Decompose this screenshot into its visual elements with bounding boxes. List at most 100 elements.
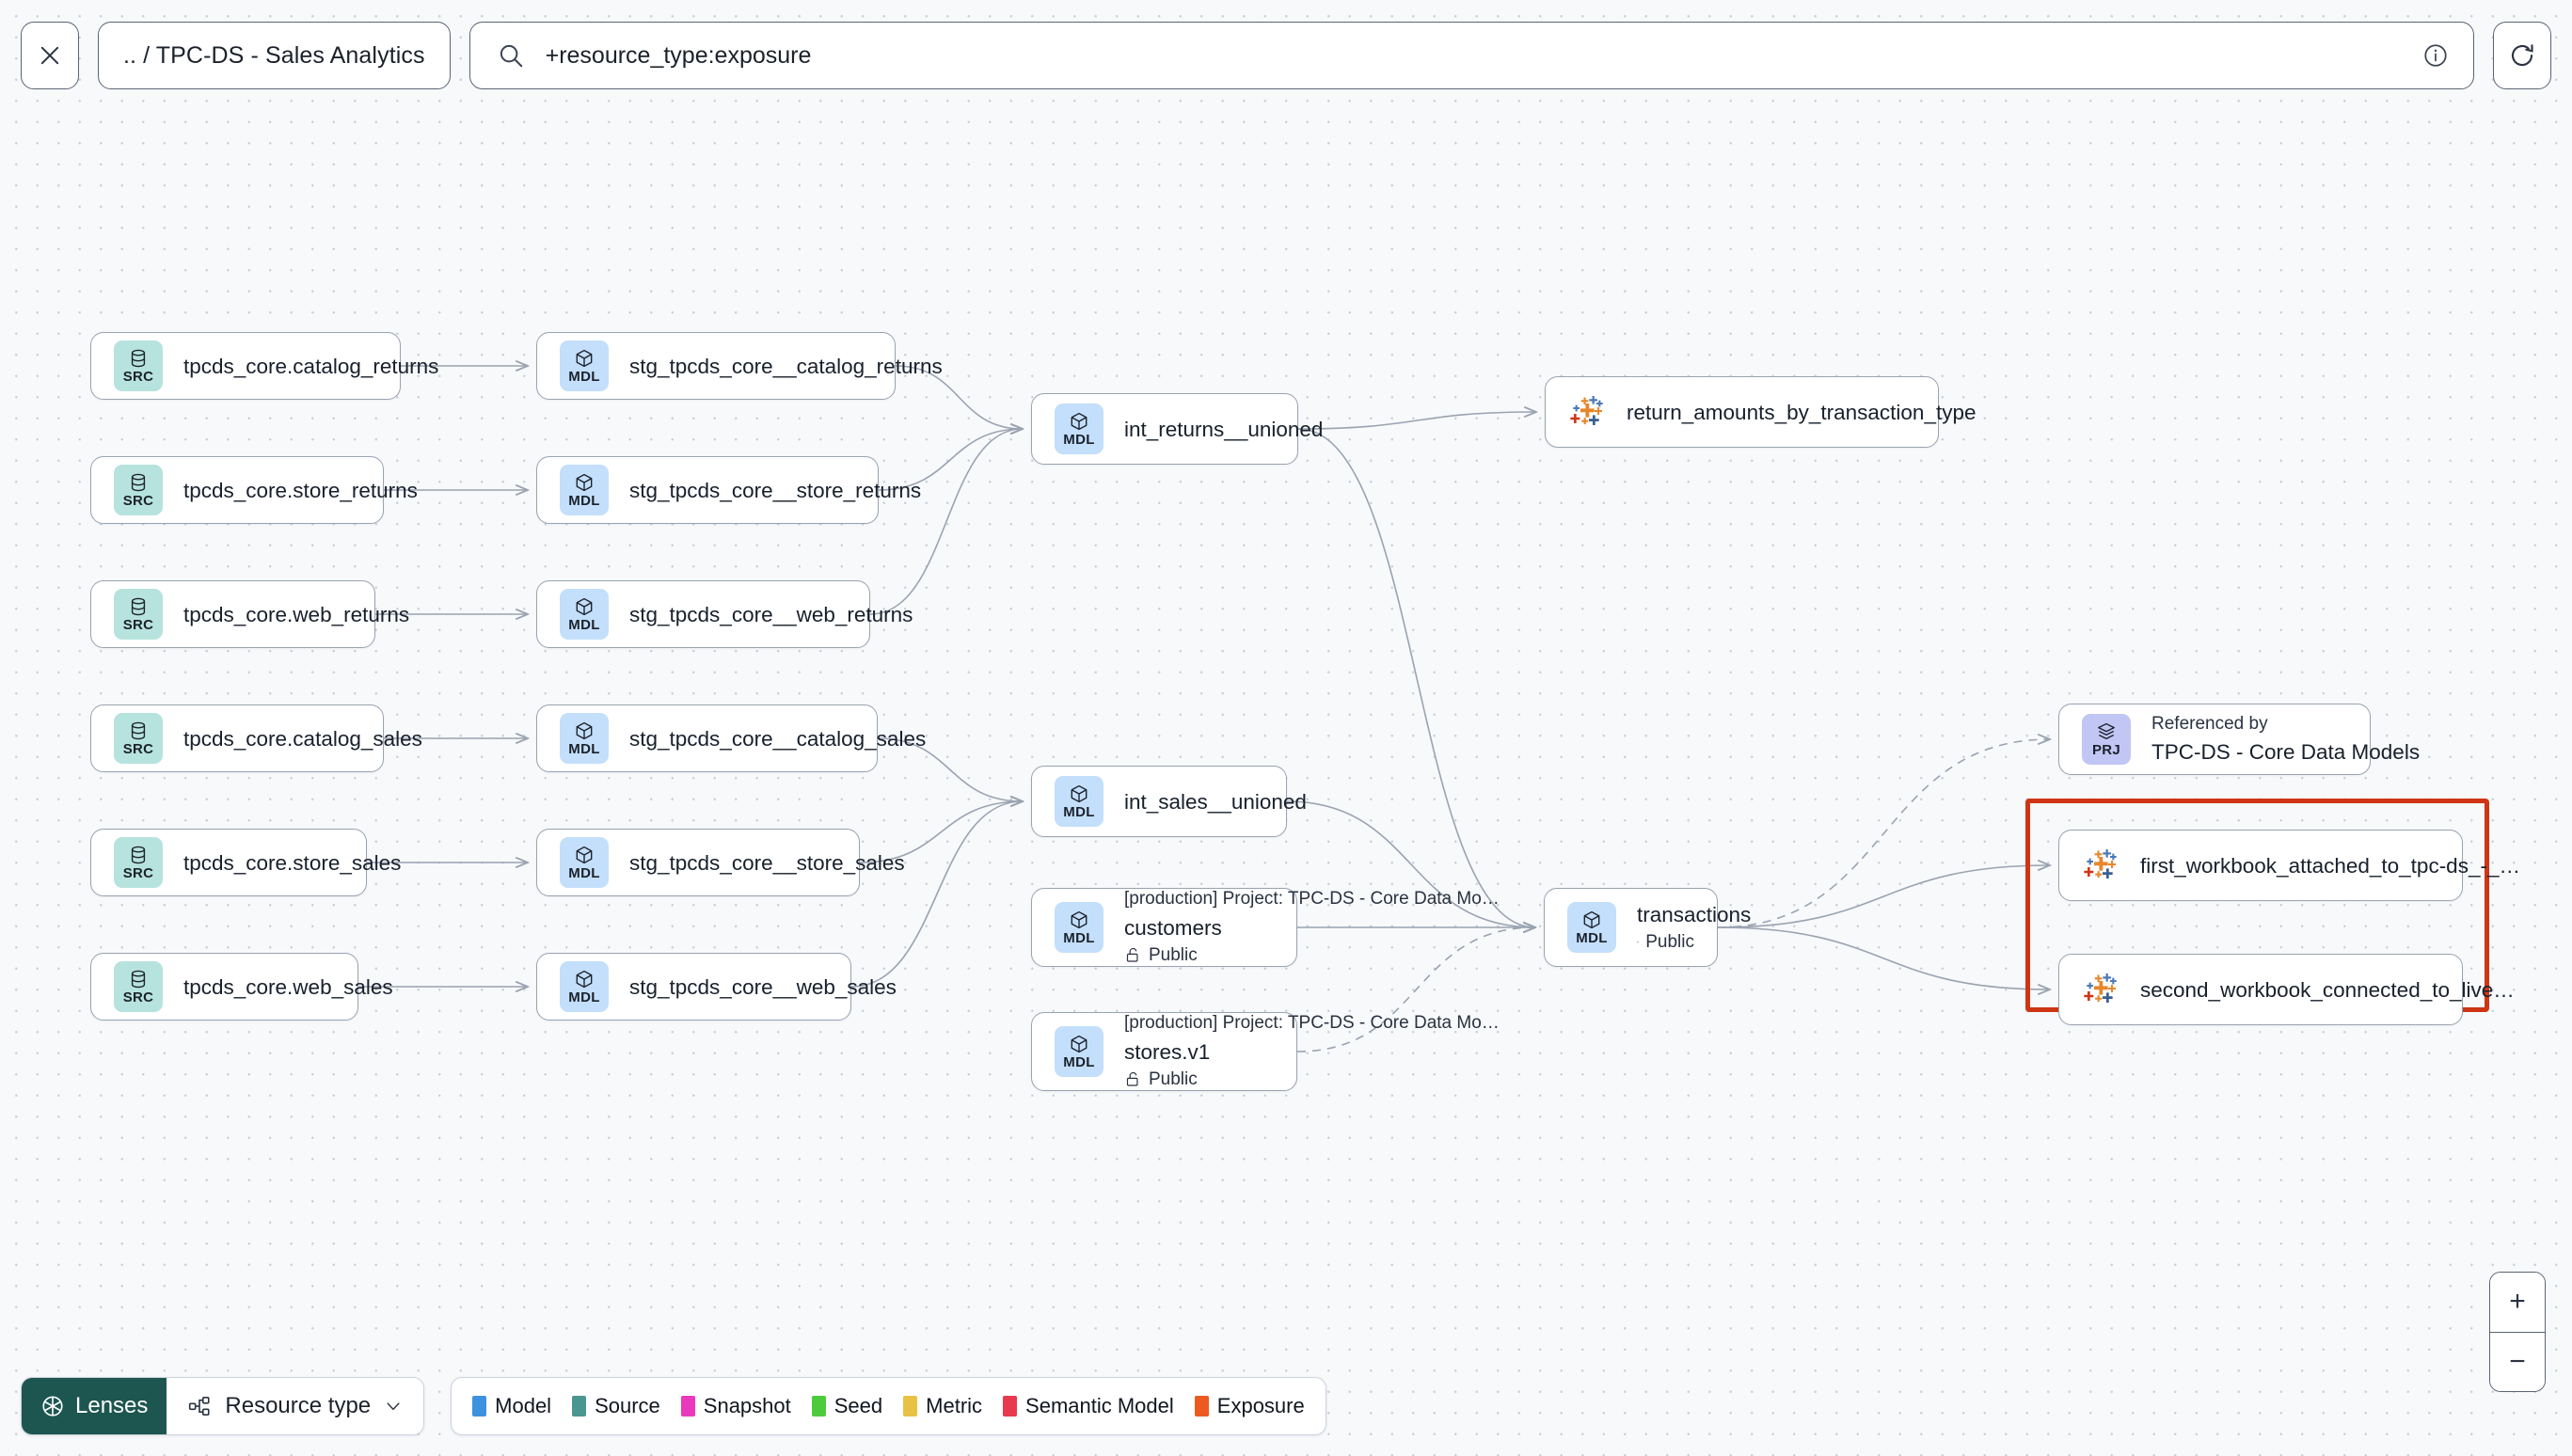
database-icon-slot — [128, 845, 149, 865]
graph-edge — [1297, 428, 1535, 927]
graph-node[interactable]: first_workbook_attached_to_tpc-ds_-_… — [2058, 830, 2520, 901]
graph-node[interactable]: SRC tpcds_core.web_returns — [90, 580, 410, 648]
cube-icon-slot — [574, 596, 595, 617]
top-toolbar: .. / TPC-DS - Sales Analytics — [0, 0, 2572, 111]
node-type-tag: MDL — [568, 493, 600, 509]
node-type-badge: MDL — [560, 465, 609, 515]
layers-icon-slot — [2096, 721, 2117, 742]
node-type-badge: SRC — [114, 340, 163, 391]
cube-icon — [576, 721, 593, 740]
legend-swatch — [472, 1396, 487, 1416]
node-type-badge: MDL — [1567, 902, 1616, 953]
node-title: stg_tpcds_core__catalog_sales — [629, 726, 927, 751]
graph-node[interactable]: second_workbook_connected_to_live… — [2058, 954, 2515, 1025]
node-type-tag: SRC — [122, 617, 154, 633]
node-type-badge: SRC — [114, 837, 163, 888]
database-icon-slot — [128, 596, 149, 617]
cube-icon-slot — [574, 969, 595, 989]
lenses-button[interactable]: Lenses — [22, 1378, 167, 1434]
legend-label: Metric — [926, 1394, 983, 1417]
node-title: int_returns__unioned — [1124, 417, 1324, 441]
resource-type-dropdown[interactable]: Resource type — [167, 1378, 424, 1434]
cube-icon — [576, 970, 593, 989]
legend-label: Exposure — [1216, 1394, 1305, 1417]
node-body: first_workbook_attached_to_tpc-ds_-_… — [2140, 853, 2520, 878]
node-body: int_returns__unioned — [1124, 417, 1324, 442]
legend-swatch — [680, 1396, 695, 1416]
node-type-tag: SRC — [122, 493, 154, 509]
legend-item[interactable]: Semantic Model — [1003, 1394, 1174, 1418]
cube-icon — [1583, 910, 1600, 929]
cube-icon — [576, 846, 593, 864]
legend-item[interactable]: Model — [472, 1394, 551, 1418]
legend-swatch — [811, 1396, 826, 1416]
node-type-badge: SRC — [114, 465, 163, 515]
node-type-tag: MDL — [568, 865, 600, 881]
node-type-badge: MDL — [560, 340, 609, 391]
graph-edge — [850, 801, 1023, 988]
database-icon-slot — [128, 472, 149, 493]
node-title: second_workbook_connected_to_live… — [2140, 977, 2515, 1002]
node-type-badge: PRJ — [2082, 714, 2131, 765]
node-title: stg_tpcds_core__store_returns — [629, 478, 922, 502]
graph-node[interactable]: return_amounts_by_transaction_type — [1545, 376, 1976, 448]
legend-item[interactable]: Exposure — [1194, 1394, 1305, 1418]
graph-node[interactable]: MDL[production] Project: TPC-DS - Core D… — [1031, 888, 1500, 967]
database-icon — [131, 473, 146, 492]
legend-swatch — [1003, 1396, 1018, 1416]
cube-icon — [576, 349, 593, 368]
node-subtitle: Referenced by — [2151, 713, 2268, 734]
node-title: tpcds_core.web_returns — [183, 602, 410, 626]
graph-node[interactable]: PRJ Referenced by TPC-DS - Core Data Model… — [2058, 704, 2421, 775]
node-body: tpcds_core.store_returns — [183, 478, 418, 503]
node-type-tag: MDL — [568, 369, 600, 385]
graph-edge — [869, 429, 1023, 615]
search-input[interactable] — [545, 41, 2402, 70]
graph-node[interactable]: SRC tpcds_core.store_returns — [90, 456, 418, 524]
search-icon — [500, 44, 522, 68]
zoom-out-button[interactable]: − — [2490, 1331, 2545, 1391]
node-type-tag: MDL — [568, 617, 600, 633]
breadcrumb-button[interactable]: .. / TPC-DS - Sales Analytics — [98, 22, 451, 89]
node-title: stg_tpcds_core__web_sales — [629, 974, 897, 999]
zoom-in-button[interactable]: + — [2490, 1273, 2545, 1332]
node-access: Public — [1124, 1069, 1274, 1091]
node-type-tag: SRC — [122, 369, 154, 385]
node-body: tpcds_core.web_returns — [183, 602, 410, 627]
legend-item[interactable]: Metric — [903, 1394, 982, 1418]
refresh-button[interactable] — [2493, 22, 2551, 89]
legend-item[interactable]: Snapshot — [680, 1394, 791, 1418]
node-subtitle: [production] Project: TPC-DS - Core Data… — [1124, 1012, 1500, 1033]
node-access-label: Public — [1149, 1068, 1198, 1089]
node-title: customers — [1124, 915, 1222, 940]
node-type-badge: MDL — [560, 589, 609, 640]
database-icon — [131, 970, 146, 989]
node-body: second_workbook_connected_to_live… — [2140, 977, 2515, 1003]
graph-node[interactable]: MDL stg_tpcds_core__store_returns — [536, 456, 922, 524]
search-field[interactable] — [468, 22, 2474, 89]
cube-icon-slot — [574, 720, 595, 741]
node-title: TPC-DS - Core Data Models — [2151, 740, 2421, 765]
close-icon — [40, 46, 59, 65]
info-icon[interactable] — [2422, 42, 2449, 69]
legend-item[interactable]: Seed — [811, 1394, 882, 1418]
node-body: Referenced by TPC-DS - Core Data Models — [2151, 713, 2421, 766]
legend-item[interactable]: Source — [572, 1394, 660, 1418]
close-button[interactable] — [21, 22, 79, 89]
zoom-controls: + − — [2489, 1272, 2546, 1392]
graph-node[interactable]: MDL[production] Project: TPC-DS - Core D… — [1031, 1012, 1500, 1091]
